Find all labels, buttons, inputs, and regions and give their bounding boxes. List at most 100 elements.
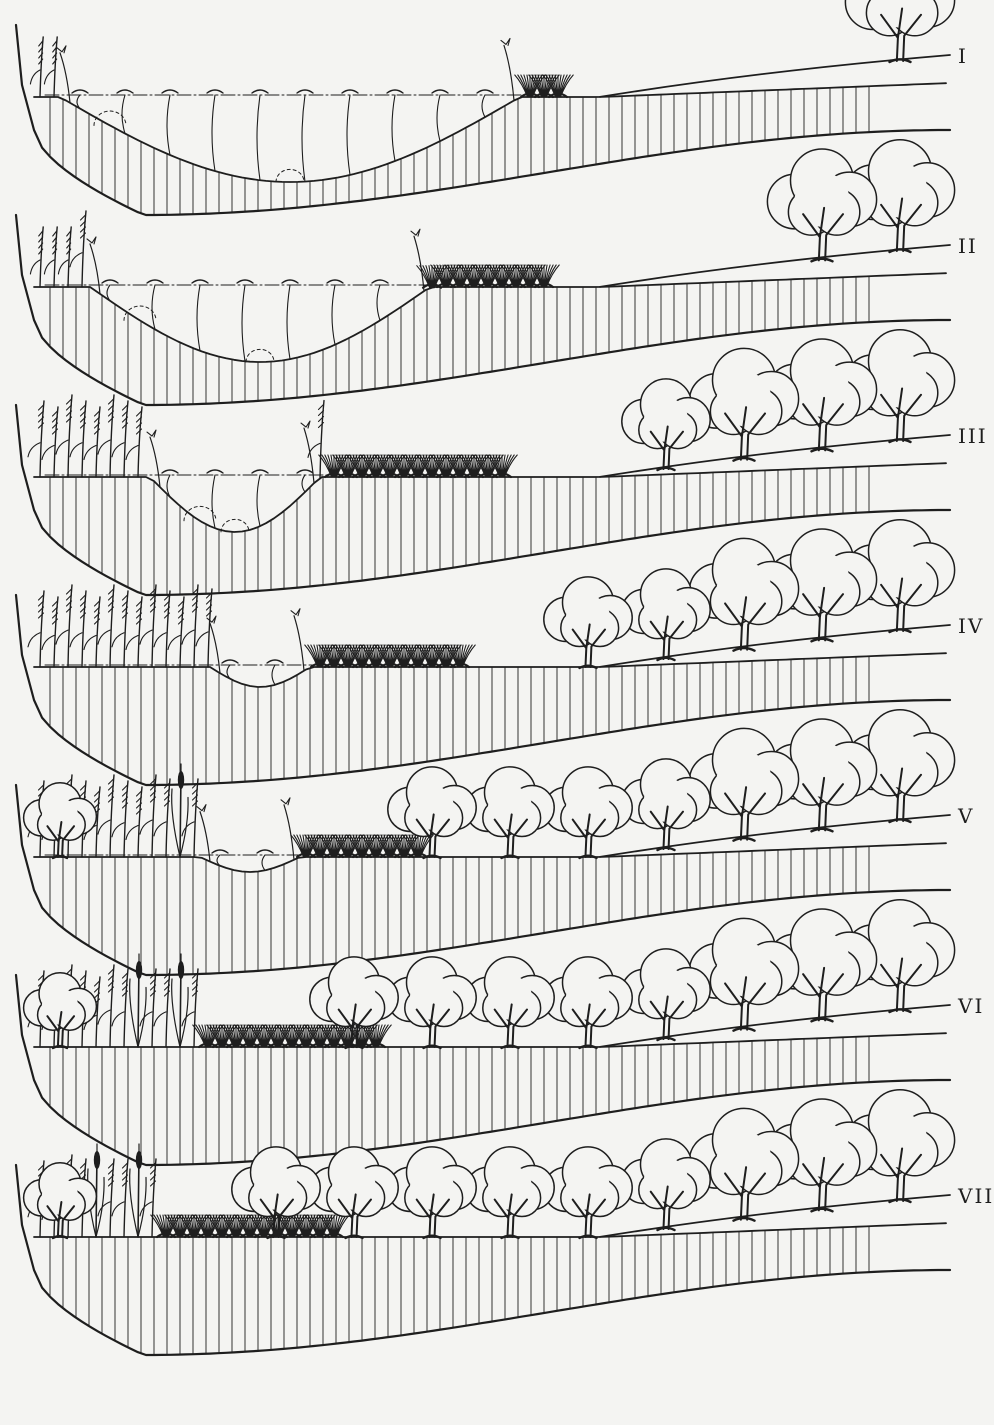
rush-stem bbox=[504, 45, 514, 100]
reed-leaf bbox=[42, 636, 54, 650]
floating-leaf bbox=[162, 90, 178, 93]
reed-panicle bbox=[137, 809, 142, 814]
tree bbox=[24, 1163, 97, 1238]
floating-leaf bbox=[372, 280, 388, 283]
reed-leaf bbox=[28, 633, 40, 647]
reed-leaf bbox=[112, 633, 124, 647]
stage-label: II bbox=[958, 234, 978, 258]
reed-stem bbox=[40, 227, 43, 287]
reed-leaf bbox=[126, 636, 138, 650]
reed-leaf bbox=[168, 636, 180, 650]
cattail-leaf bbox=[130, 1169, 138, 1237]
rush-flower bbox=[87, 237, 96, 244]
cattail-leaf bbox=[172, 789, 180, 857]
floating-plant-stem bbox=[347, 95, 350, 175]
reed-panicle bbox=[137, 619, 142, 624]
sediment-surface bbox=[34, 1033, 946, 1047]
rush-flower bbox=[147, 430, 156, 437]
reed-leaf bbox=[44, 70, 54, 84]
floating-plant-stem bbox=[122, 95, 125, 133]
floating-plant-stem bbox=[152, 285, 155, 329]
reed-leaf bbox=[70, 253, 82, 267]
floating-plant-stem bbox=[257, 95, 260, 180]
floating-leaf bbox=[282, 280, 298, 283]
reed-leaf bbox=[154, 1012, 166, 1026]
stage-label: I bbox=[958, 44, 968, 68]
rush-stem bbox=[90, 244, 100, 294]
rush-flower bbox=[291, 609, 300, 616]
cattail-spike bbox=[178, 771, 184, 789]
cattail-leaf bbox=[172, 979, 180, 1047]
tree bbox=[689, 348, 798, 460]
floating-plant-stem bbox=[242, 285, 245, 361]
tree bbox=[689, 1108, 798, 1220]
tree-base bbox=[890, 819, 911, 822]
rush-flower bbox=[411, 229, 420, 236]
tree-base bbox=[812, 1209, 833, 1212]
submerged-plant bbox=[246, 349, 274, 362]
reed-stem bbox=[54, 227, 57, 287]
reed-leaf bbox=[112, 443, 124, 457]
floating-plant-stem bbox=[302, 95, 305, 182]
tree-base bbox=[734, 458, 755, 461]
tree-base bbox=[812, 449, 833, 452]
reed-leaf bbox=[140, 820, 152, 834]
cattail-spike bbox=[178, 961, 184, 979]
reed-leaf bbox=[98, 1010, 110, 1024]
floating-leaf bbox=[327, 280, 343, 283]
stage-label: VI bbox=[957, 994, 984, 1018]
rush-flower bbox=[207, 616, 216, 623]
tree bbox=[388, 1147, 476, 1238]
tree-base bbox=[890, 249, 911, 252]
reed-leaf bbox=[182, 1012, 194, 1026]
reed-leaf bbox=[42, 446, 54, 460]
reed-leaf bbox=[56, 440, 68, 454]
rush-stem bbox=[414, 236, 424, 291]
reed-leaf bbox=[30, 70, 40, 84]
reed-leaf bbox=[112, 1012, 124, 1026]
reed-leaf bbox=[182, 822, 194, 836]
sediment-hatching bbox=[50, 86, 869, 215]
reed-panicle bbox=[95, 619, 100, 624]
cattail-leaf bbox=[130, 979, 138, 1047]
tree-base bbox=[812, 639, 833, 642]
reed-leaf bbox=[112, 823, 124, 837]
tree-base bbox=[812, 259, 833, 262]
floating-plant-stem bbox=[197, 285, 200, 351]
tree-base bbox=[890, 1199, 911, 1202]
tree-base bbox=[890, 439, 911, 442]
floating-leaf bbox=[207, 470, 223, 473]
rush-stem bbox=[294, 616, 304, 671]
sediment-surface bbox=[34, 653, 946, 687]
reed-leaf bbox=[140, 1202, 152, 1216]
reed-leaf bbox=[98, 630, 110, 644]
stage-label: V bbox=[957, 804, 974, 828]
tree bbox=[544, 1147, 632, 1238]
cattail-spike bbox=[94, 1151, 100, 1169]
tree bbox=[845, 0, 954, 62]
floating-plant-stem bbox=[377, 285, 380, 320]
floating-plant-stem bbox=[302, 475, 305, 492]
reed-stem bbox=[54, 37, 57, 97]
reed-leaf bbox=[56, 630, 68, 644]
reed-leaf bbox=[196, 632, 208, 646]
rush-flower bbox=[281, 798, 290, 805]
reed-leaf bbox=[154, 822, 166, 836]
submerged-plant bbox=[276, 169, 304, 182]
reed-leaf bbox=[140, 630, 152, 644]
reed-panicle bbox=[53, 619, 58, 624]
floating-leaf bbox=[267, 660, 283, 663]
floating-plant-stem bbox=[212, 475, 215, 528]
floating-leaf bbox=[342, 90, 358, 93]
floating-leaf bbox=[212, 850, 228, 853]
rush-flower bbox=[301, 421, 310, 428]
tree bbox=[466, 1147, 554, 1238]
floating-leaf bbox=[222, 660, 238, 663]
tree-base bbox=[890, 1009, 911, 1012]
floating-leaf bbox=[207, 90, 223, 93]
floating-leaf bbox=[72, 90, 88, 93]
tree-base bbox=[658, 1038, 675, 1040]
tree-base bbox=[658, 468, 675, 470]
reed-leaf bbox=[58, 260, 68, 274]
floating-plant-stem bbox=[482, 95, 485, 117]
